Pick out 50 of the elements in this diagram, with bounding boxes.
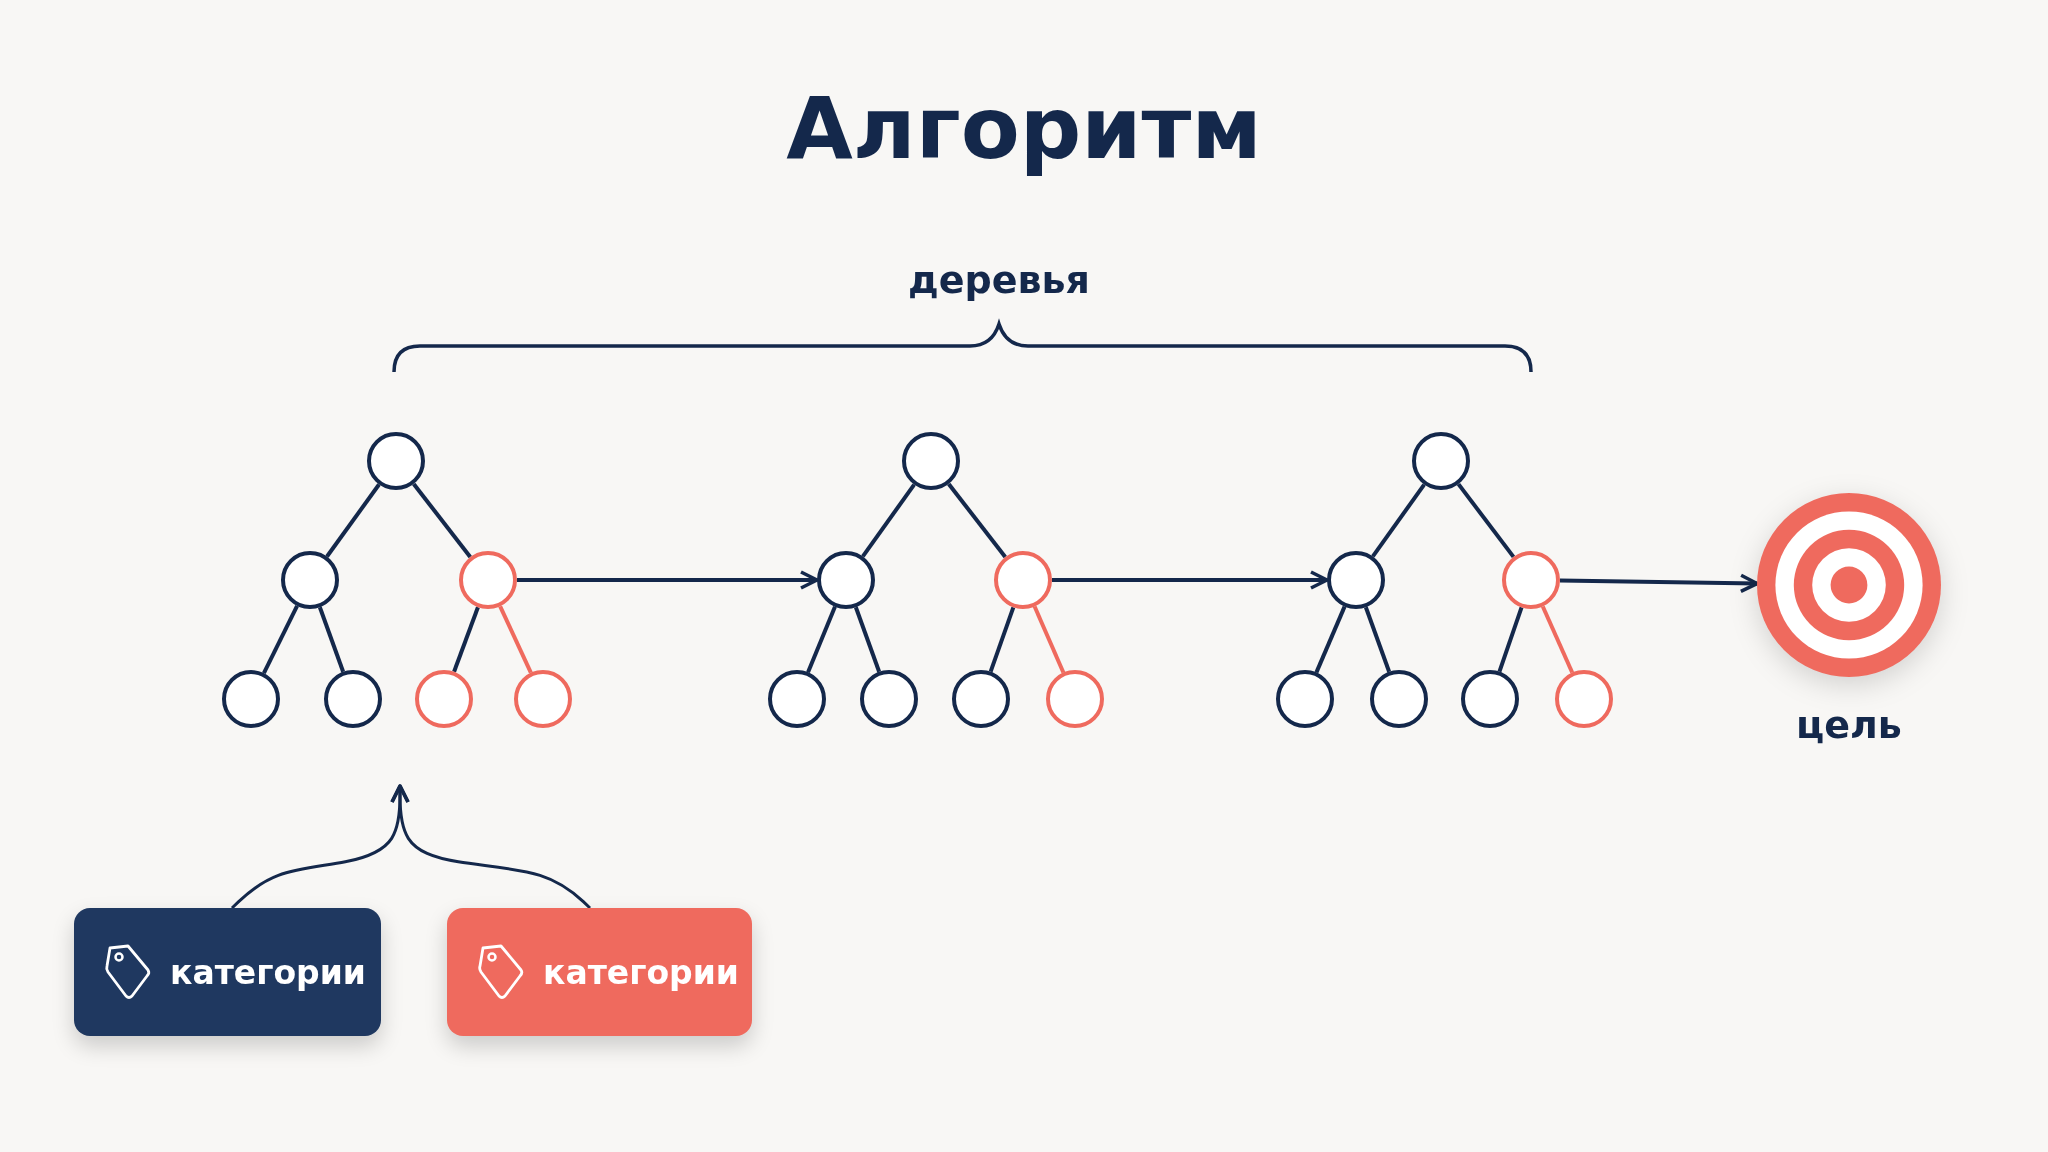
tree-node-circle	[367, 432, 425, 490]
category-card	[74, 908, 381, 1036]
category-label: категории	[543, 952, 739, 992]
tree-branch	[1363, 606, 1392, 673]
tree-node-circle	[1555, 670, 1613, 728]
tree-node-circle	[459, 551, 517, 609]
tree-node-circle	[514, 670, 572, 728]
tree-node-circle	[994, 551, 1052, 609]
arrow	[1559, 573, 1759, 594]
tree-node-circle	[415, 670, 473, 728]
tree-node-circle	[1461, 670, 1519, 728]
tree-node-circle	[222, 670, 280, 728]
tree-node-circle	[1327, 551, 1385, 609]
arrow	[517, 570, 819, 590]
tree-branch	[853, 606, 882, 673]
tree-node-circle	[1046, 670, 1104, 728]
arrow	[390, 784, 592, 910]
tree-node-circle	[1276, 670, 1334, 728]
tree-node-circle	[817, 551, 875, 609]
tree-node-circle	[324, 670, 382, 728]
tree-node-circle	[281, 551, 339, 609]
tree-branch	[988, 606, 1016, 673]
tree-node-circle	[1370, 670, 1428, 728]
brace-label: деревья	[908, 258, 1090, 302]
tree-branch	[1314, 605, 1347, 674]
tree-branch	[1371, 483, 1426, 558]
tree-node-circle	[1412, 432, 1470, 490]
tree-branch	[1032, 605, 1066, 674]
tree-node-circle	[860, 670, 918, 728]
tree-node-circle	[1502, 551, 1560, 609]
tree-node-circle	[952, 670, 1010, 728]
arrow	[1052, 570, 1329, 590]
tree-branch	[325, 483, 381, 558]
target-caption: цель	[1796, 703, 1902, 747]
tree-node-circle	[768, 670, 826, 728]
tree-branch	[1497, 606, 1524, 673]
title: Алгоритм	[785, 78, 1263, 178]
tree-branch	[947, 482, 1007, 559]
tree-branch	[498, 605, 533, 674]
category-card	[447, 908, 752, 1036]
tree-branch	[412, 482, 472, 559]
tree-branch	[806, 606, 837, 673]
tree-branch	[452, 606, 480, 673]
category-label: категории	[170, 952, 366, 992]
tree-branch	[317, 606, 346, 673]
tree-branch	[861, 483, 916, 558]
tree-branch	[262, 605, 299, 674]
tree-branch	[1540, 605, 1575, 674]
tree-node-circle	[902, 432, 960, 490]
tree-branch	[1456, 482, 1516, 559]
